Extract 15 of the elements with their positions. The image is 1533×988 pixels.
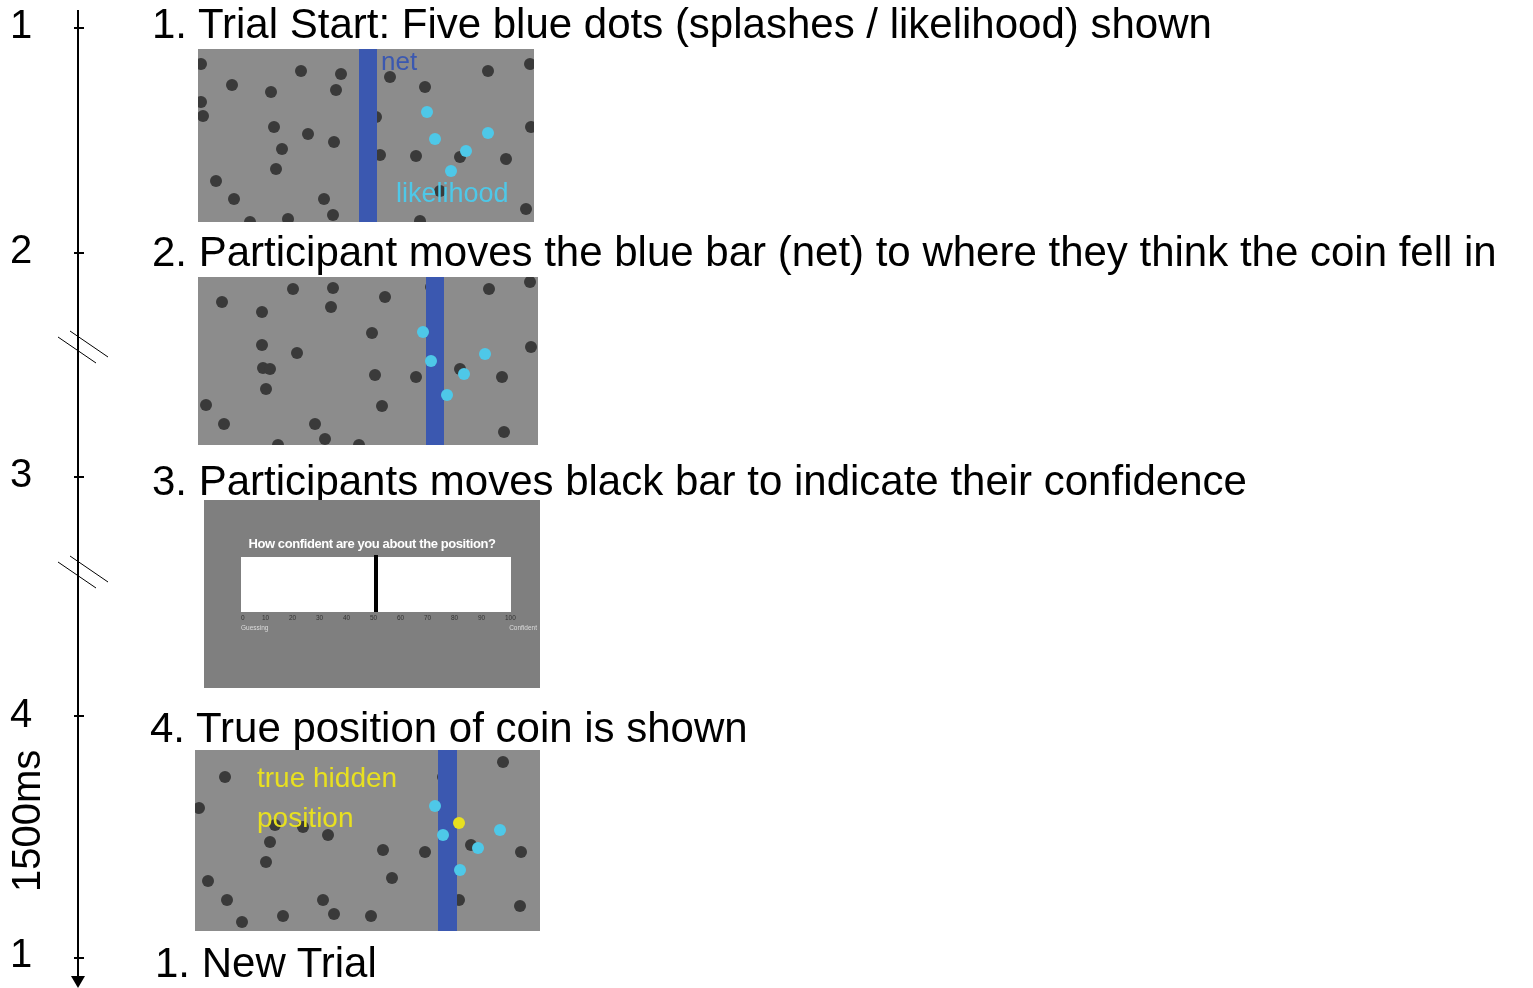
likelihood-label: likelihood	[396, 179, 509, 209]
step-caption: 1. New Trial	[155, 942, 377, 984]
step-caption: 1. Trial Start: Five blue dots (splashes / likelihood) shown	[152, 3, 1212, 45]
tick-label: 1	[10, 4, 33, 44]
step-caption: 4. True position of coin is shown	[150, 707, 748, 749]
annotation-label: true hidden position	[257, 761, 399, 835]
step-caption: 3. Participants moves black bar to indicate their confidence	[152, 460, 1247, 502]
net-label: net	[381, 49, 418, 76]
tick-label: 2	[10, 229, 33, 269]
duration-label: 1500ms	[6, 749, 46, 892]
tick-label: 1	[10, 933, 33, 973]
tick-label: 3	[10, 453, 33, 493]
step-caption: 2. Participant moves the blue bar (net) to where they think the coin fell in	[152, 231, 1497, 273]
question-text: How confident are you about the position?	[247, 536, 497, 551]
tick-label: 4	[10, 693, 33, 733]
